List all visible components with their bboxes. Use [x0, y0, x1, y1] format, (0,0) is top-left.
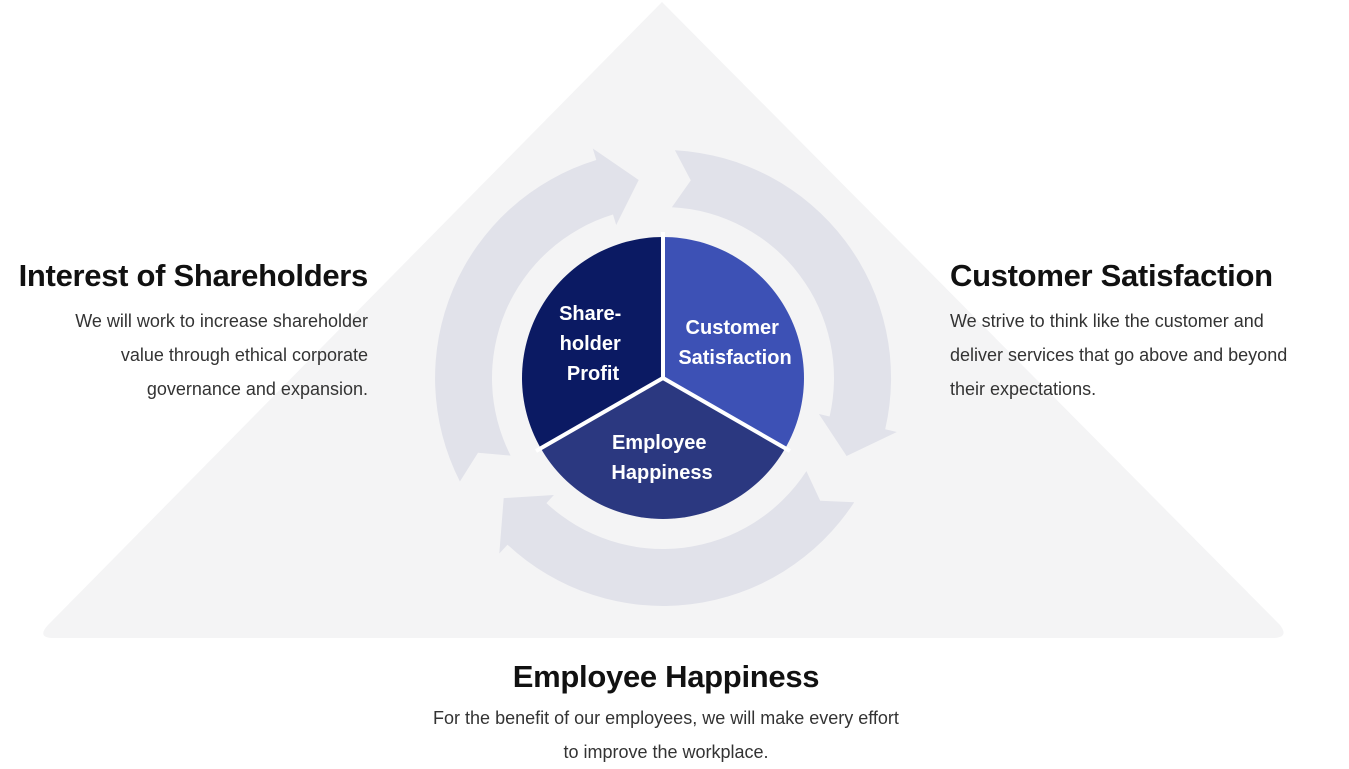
segment-label-line: Satisfaction [678, 347, 791, 369]
customer-description: We strive to think like the customer and… [950, 304, 1340, 406]
segment-shareholder-profit [522, 237, 663, 449]
shareholders-title: Interest of Shareholders [18, 258, 369, 293]
segment-label-line: Share- [559, 303, 621, 325]
cycle-arrow-bottom [499, 471, 855, 606]
segment-label-line: Customer [686, 317, 780, 339]
shareholders-block: Interest of Shareholders We will work to… [10, 258, 369, 406]
segment-customer-satisfaction [663, 237, 804, 449]
segment-label-customer: Customer Satisfaction [678, 317, 791, 369]
description-line: deliver services that go above and beyon… [950, 345, 1288, 365]
description-line: governance and expansion. [146, 379, 368, 399]
cycle-arrows [435, 148, 897, 606]
description-line: We will work to increase shareholder [75, 311, 368, 331]
description-line: value through ethical corporate [120, 345, 368, 365]
segment-label-employee: Employee Happiness [611, 432, 712, 484]
pie-chart [522, 232, 804, 519]
segment-employee-happiness [540, 378, 786, 519]
employee-description: For the benefit of our employees, we wil… [380, 701, 952, 769]
cycle-arrow-left [435, 148, 639, 482]
customer-title: Customer Satisfaction [950, 258, 1273, 293]
segment-dividers [535, 232, 791, 453]
segment-label-shareholder: Share- holder Profit [559, 303, 627, 385]
segment-label-line: holder [560, 333, 621, 355]
customer-block: Customer Satisfaction We strive to think… [950, 258, 1340, 406]
divider-right [662, 376, 791, 453]
segment-label-line: Happiness [611, 462, 712, 484]
segment-label-line: Profit [567, 363, 620, 385]
cycle-arrow-top-right [671, 150, 897, 457]
description-line: to improve the workplace. [563, 742, 769, 762]
shareholders-description: We will work to increase shareholder val… [10, 304, 368, 406]
description-line: We strive to think like the customer and [950, 311, 1264, 331]
segment-label-line: Employee [612, 432, 706, 454]
divider-left [535, 376, 664, 453]
employee-title: Employee Happiness [512, 659, 820, 694]
description-line: their expectations. [950, 379, 1097, 399]
description-line: For the benefit of our employees, we wil… [433, 708, 899, 728]
employee-block: Employee Happiness For the benefit of ou… [380, 659, 952, 769]
